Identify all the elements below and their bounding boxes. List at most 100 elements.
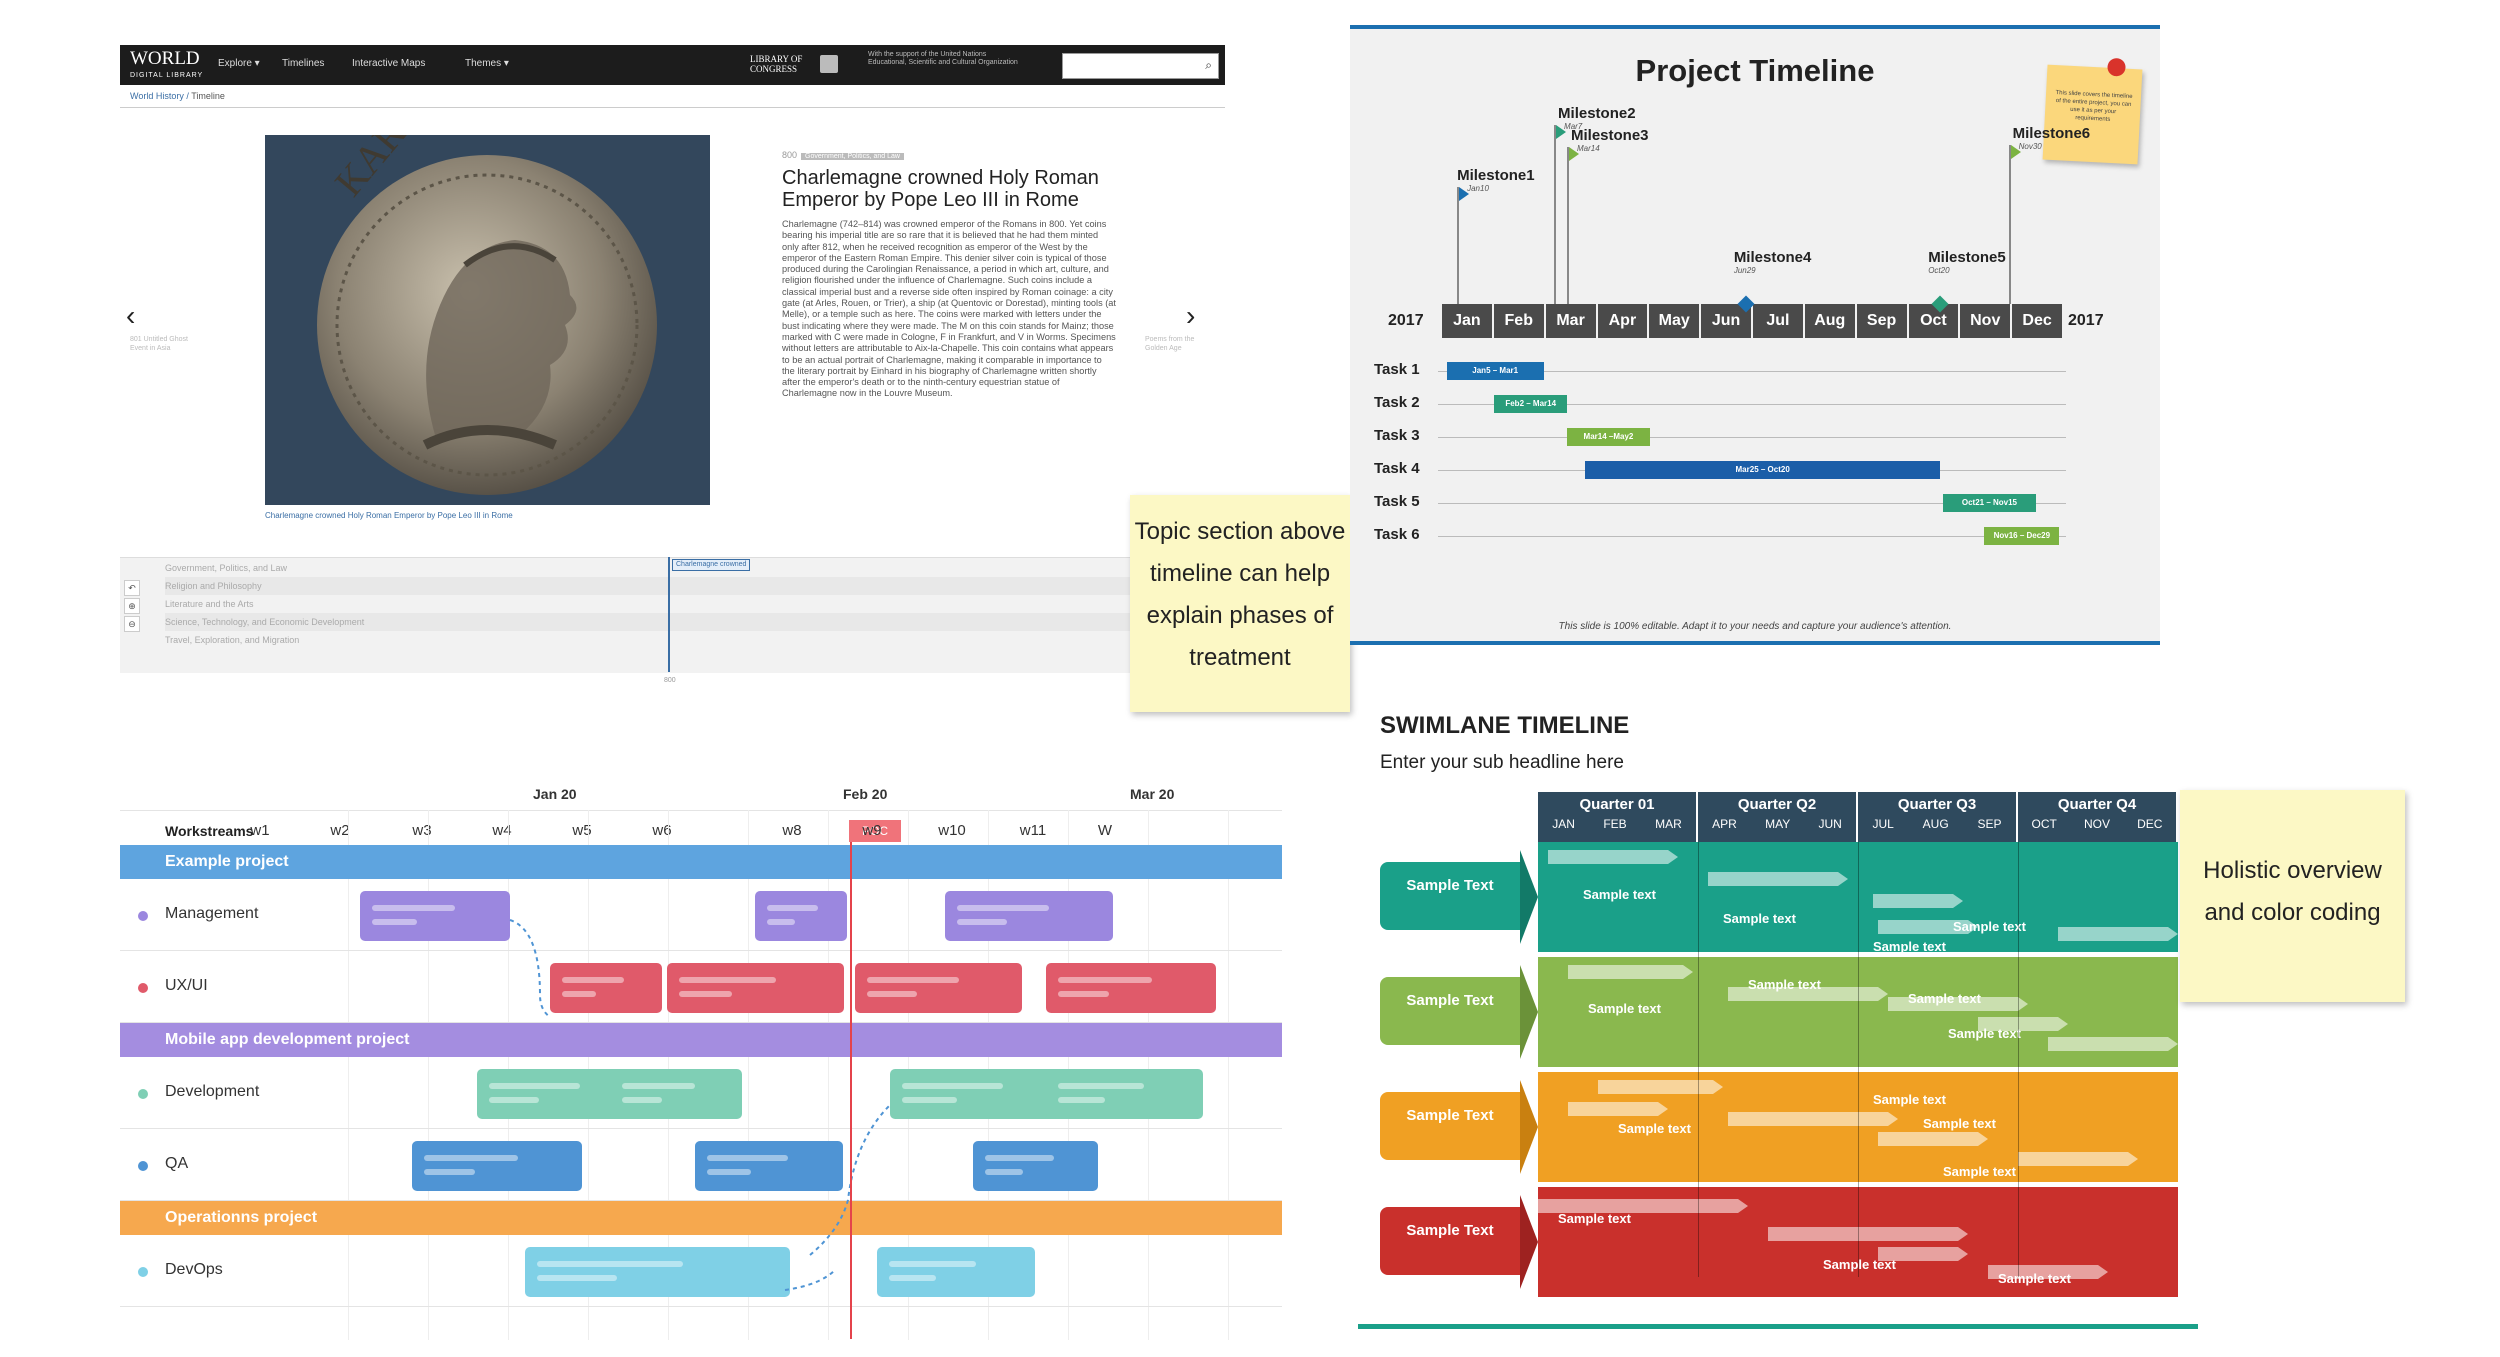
milestone-flag-icon[interactable] <box>1556 125 1567 139</box>
week-label: w11 <box>1019 822 1047 839</box>
task-bar[interactable]: Feb2 – Mar14 <box>1494 395 1567 413</box>
timeline-row[interactable]: Travel, Exploration, and Migration <box>165 635 300 645</box>
task-bar[interactable]: Jan5 – Mar1 <box>1446 362 1544 380</box>
nav-explore[interactable]: Explore ▾ <box>218 58 260 69</box>
poc-marker[interactable]: POC <box>849 820 901 842</box>
project-band[interactable]: Mobile app development project <box>120 1023 1282 1057</box>
task-bar[interactable] <box>877 1247 1035 1297</box>
timeline-arrow[interactable] <box>1878 1247 1968 1261</box>
bar-placeholder <box>562 991 596 997</box>
sample-text: Sample text <box>1953 919 2026 934</box>
nav-timelines[interactable]: Timelines <box>282 58 325 69</box>
month-cell-jan: Jan <box>1440 304 1492 338</box>
task-bar[interactable] <box>855 963 1022 1013</box>
month-cell-aug: Aug <box>1802 304 1855 338</box>
timeline-row[interactable]: Religion and Philosophy <box>165 577 1225 595</box>
task-bar[interactable] <box>412 1141 582 1191</box>
timeline-arrow[interactable] <box>1728 1112 1898 1126</box>
zoom-out-icon[interactable]: ⊖ <box>124 616 140 632</box>
bar-placeholder <box>537 1261 683 1267</box>
timeline-arrow[interactable] <box>1568 965 1693 979</box>
search-input[interactable]: ⌕ <box>1062 53 1219 79</box>
bar-placeholder <box>1058 1097 1106 1103</box>
poc-marker-line[interactable] <box>850 842 852 1339</box>
task-bar[interactable]: Oct21 – Nov15 <box>1942 494 2037 512</box>
milestone-flag-icon[interactable] <box>1568 147 1579 161</box>
timeline-arrow[interactable] <box>1978 1017 2068 1031</box>
timeline-arrow[interactable] <box>2048 1037 2178 1051</box>
month-label: AUG <box>1922 817 1949 831</box>
task-bar[interactable] <box>610 1069 742 1119</box>
lane-label[interactable]: Sample Text <box>1380 977 1520 1045</box>
timeline-arrow[interactable] <box>1538 1199 1748 1213</box>
timeline-arrow[interactable] <box>1888 997 2028 1011</box>
week-gridline <box>428 810 429 1340</box>
milestone-flag-icon[interactable] <box>1459 187 1470 201</box>
task-bar[interactable]: Nov16 – Dec29 <box>1984 527 2060 545</box>
coin-image[interactable]: KAROLUS IMP AUG <box>265 135 710 505</box>
timeline-event-flag[interactable]: Charlemagne crowned <box>672 559 751 571</box>
timeline-arrow[interactable] <box>1548 850 1678 864</box>
timeline-arrow[interactable] <box>1988 1265 2108 1279</box>
task-bar[interactable] <box>360 891 510 941</box>
lane-label[interactable]: Sample Text <box>1380 862 1520 930</box>
timeline-row[interactable]: Science, Technology, and Economic Develo… <box>165 613 1225 631</box>
task-bar[interactable] <box>525 1247 790 1297</box>
next-arrow-icon[interactable]: › <box>1186 300 1196 331</box>
project-band[interactable]: Operationns project <box>120 1201 1282 1235</box>
library-panel: WORLD DIGITAL LIBRARY Explore ▾ Timeline… <box>120 45 1225 695</box>
image-caption[interactable]: Charlemagne crowned Holy Roman Emperor b… <box>265 511 513 520</box>
task-bar[interactable]: Mar25 – Oct20 <box>1585 461 1941 479</box>
loc-logo[interactable]: LIBRARY OF CONGRESS <box>750 54 803 74</box>
quarter-name: Quarter Q2 <box>1737 796 1817 813</box>
task-bar[interactable] <box>755 891 847 941</box>
task-bar[interactable] <box>1046 963 1216 1013</box>
month-cell-oct: Oct <box>1906 304 1959 338</box>
timeline-arrow[interactable] <box>1708 872 1848 886</box>
sample-text: Sample text <box>1748 977 1821 992</box>
lane-label[interactable]: Sample Text <box>1380 1092 1520 1160</box>
timeline-arrow[interactable] <box>1878 1132 1988 1146</box>
task-bar[interactable] <box>890 1069 1073 1119</box>
zoom-in-icon[interactable]: ⊕ <box>124 598 140 614</box>
search-icon[interactable]: ⌕ <box>1205 58 1212 72</box>
timeline-cursor[interactable] <box>668 557 670 672</box>
task-bar[interactable] <box>695 1141 843 1191</box>
milestone-flag-icon[interactable] <box>2010 145 2021 159</box>
row-name: Development <box>165 1083 260 1100</box>
next-event-ghost[interactable]: Poems from the Golden Age <box>1145 336 1195 352</box>
task-bar[interactable] <box>973 1141 1098 1191</box>
task-bar[interactable] <box>550 963 662 1013</box>
task-bar[interactable]: Mar14 –May2 <box>1566 428 1650 446</box>
month-cell-apr: Apr <box>1595 304 1648 338</box>
milestone-name: Milestone4 <box>1733 249 1812 266</box>
timeline-row[interactable]: Literature and the Arts <box>165 599 254 609</box>
timeline-arrow[interactable] <box>1878 920 1978 934</box>
breadcrumb-world-history[interactable]: World History <box>130 91 184 101</box>
task-bar[interactable] <box>1046 1069 1203 1119</box>
sticky-text: This slide covers the timeline of the en… <box>2055 90 2133 123</box>
timeline-arrow[interactable] <box>2018 1152 2138 1166</box>
task-bar[interactable] <box>667 963 844 1013</box>
project-band[interactable]: Example project <box>120 845 1282 879</box>
pushpin-icon <box>2107 57 2126 77</box>
lane-label[interactable]: Sample Text <box>1380 1207 1520 1275</box>
task-bar[interactable] <box>945 891 1113 941</box>
wdl-logo[interactable]: WORLD DIGITAL LIBRARY <box>130 48 204 79</box>
month-label: NOV <box>2083 817 2110 831</box>
timeline-arrow[interactable] <box>1568 1102 1668 1116</box>
nav-interactive-maps[interactable]: Interactive Maps <box>352 58 426 69</box>
prev-arrow-icon[interactable]: ‹ <box>126 300 136 331</box>
timeline-arrow[interactable] <box>1598 1080 1723 1094</box>
prev-event-ghost[interactable]: 801 Untitled Ghost Event in Asia <box>130 336 188 352</box>
timeline-arrow[interactable] <box>1873 894 1963 908</box>
timeline-row[interactable]: Government, Politics, and Law <box>165 563 288 573</box>
timeline-arrow[interactable] <box>1728 987 1888 1001</box>
timeline-back-icon[interactable]: ↶ <box>124 580 140 596</box>
article-tag[interactable]: Government, Politics, and Law <box>801 153 904 160</box>
timeline-arrow[interactable] <box>2058 927 2178 941</box>
timeline-arrow[interactable] <box>1768 1227 1968 1241</box>
article-title: Charlemagne crowned Holy Roman Emperor b… <box>782 167 1099 211</box>
nav-themes[interactable]: Themes ▾ <box>465 58 509 69</box>
